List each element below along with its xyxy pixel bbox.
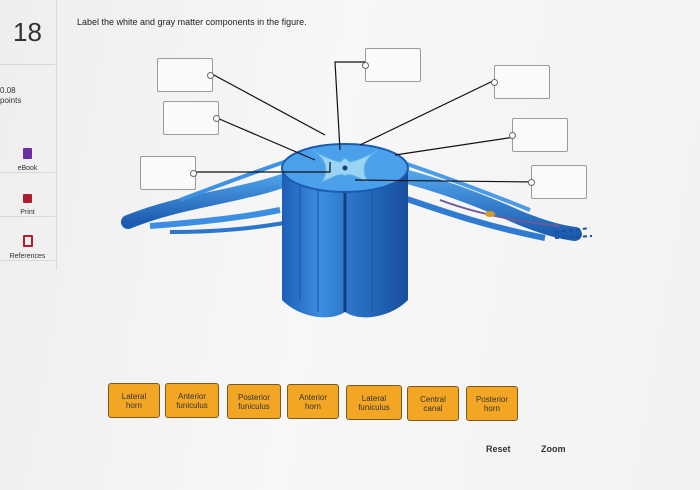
points-label: points [0,96,22,105]
print-button[interactable]: Print [0,176,55,217]
points-info: 0.08 points [0,86,21,106]
connector-dot [213,115,220,122]
ebook-button[interactable]: eBook [0,132,55,173]
references-button[interactable]: References [0,220,55,261]
nerve-cut-end [554,235,593,239]
ebook-label: eBook [17,165,38,172]
drop-target-3[interactable] [140,156,197,190]
zoom-button[interactable]: Zoom [541,444,566,454]
right-nerve-fiber [439,199,561,227]
references-label: References [9,253,46,260]
drop-target-2[interactable] [163,101,220,135]
right-nerve-fiber [394,158,531,212]
right-nerve-root [393,168,582,241]
central-canal-dot [342,165,348,171]
connector-dot [528,179,535,186]
points-value: 0.08 [0,86,16,95]
connector-dot [362,62,369,69]
question-prompt: Label the white and gray matter componen… [77,17,307,27]
document-icon [22,235,33,247]
printer-icon [23,194,32,203]
connector-dot [491,79,498,86]
label-posterior-horn[interactable]: Posterior horn [466,386,518,421]
left-nerve-fiber [179,158,291,202]
ganglion [485,211,495,217]
label-anterior-funiculus[interactable]: Anterior funiculus [165,383,219,418]
drop-target-1[interactable] [157,58,214,92]
label-central-canal[interactable]: Central canal [407,386,459,421]
reset-button[interactable]: Reset [486,444,511,454]
leader-lines [195,61,536,183]
nerve-cut-end [554,227,591,233]
print-label: Print [20,209,35,216]
drop-target-4[interactable] [362,48,421,82]
label-lateral-horn[interactable]: Lateral horn [108,383,160,418]
connector-dot [207,72,214,79]
label-anterior-horn[interactable]: Anterior horn [287,384,339,419]
question-number: 18 [0,0,55,65]
cord-fiber-lines [299,180,391,312]
question-sidebar: 18 0.08 points eBook Print References [0,0,57,270]
label-lateral-funiculus[interactable]: Lateral funiculus [346,385,402,420]
drop-target-5[interactable] [491,65,550,99]
drop-target-7[interactable] [528,165,587,199]
book-icon [23,148,32,159]
connector-dot [509,132,516,139]
connector-dot [190,170,197,177]
left-nerve-fiber [149,207,281,229]
drop-target-6[interactable] [509,118,568,152]
right-nerve-fiber [394,192,546,241]
left-nerve-fiber [169,220,291,234]
label-posterior-funiculus[interactable]: Posterior funiculus [227,384,281,419]
